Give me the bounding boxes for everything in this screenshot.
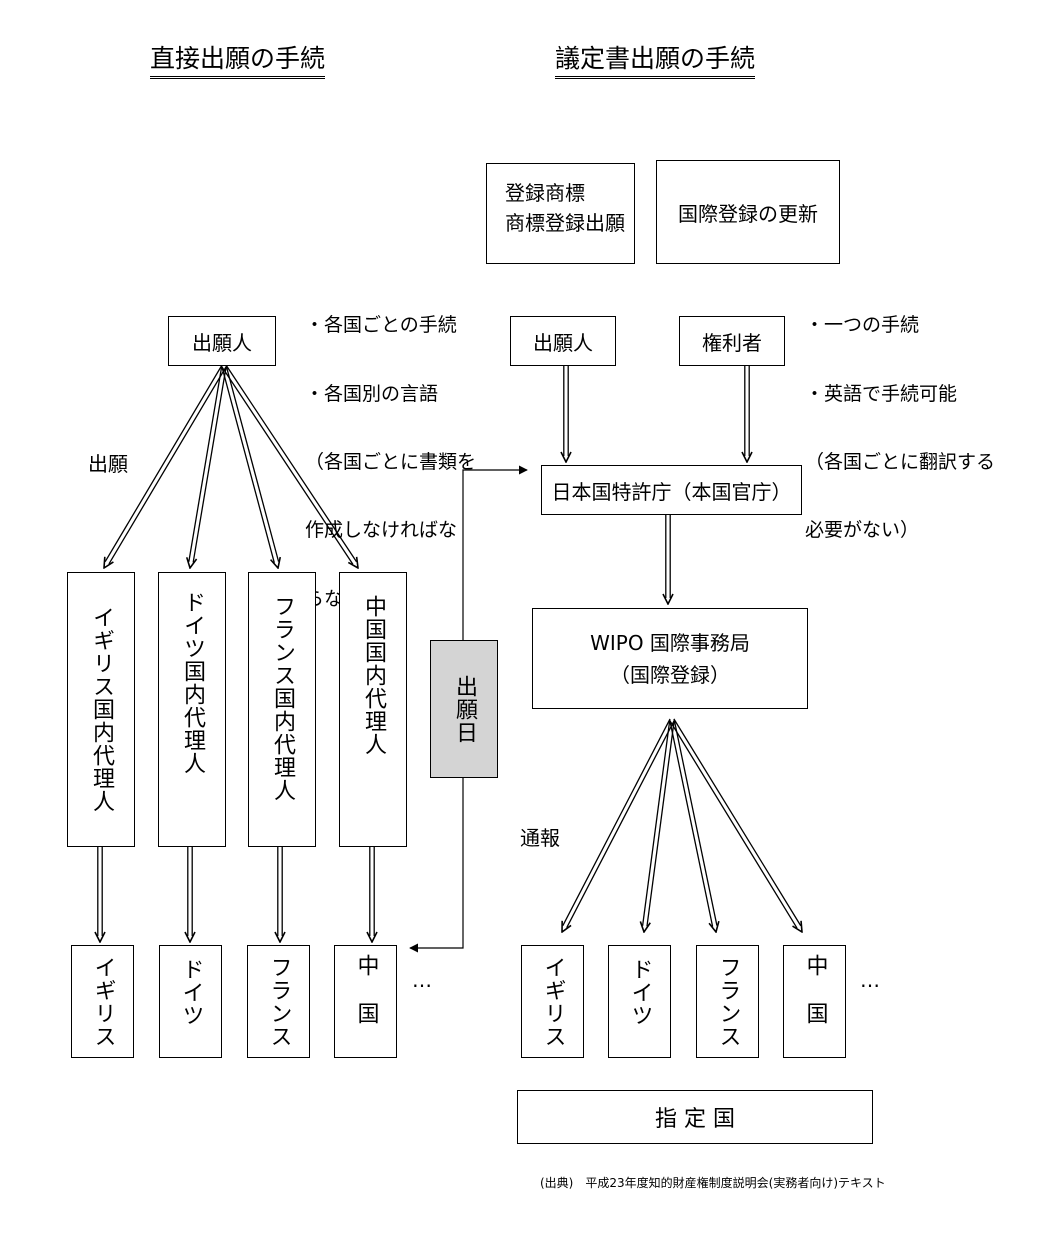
protocol-country-china-label: 中国 <box>802 953 828 1050</box>
protocol-applicant-box: 出願人 <box>510 316 616 366</box>
direct-note-4: 作成しなければな <box>305 519 458 542</box>
protocol-country-uk-label: イギリス <box>540 955 566 1048</box>
renewal-box: 国際登録の更新 <box>656 160 840 264</box>
arrow-wipo-to-china-stroke <box>673 718 802 927</box>
agent-label-germany: ドイツ国内代理人 <box>180 591 205 775</box>
protocol-note-3: （各国ごとに翻訳する <box>805 450 996 473</box>
arrow-applicant-to-germany <box>188 365 227 568</box>
protocol-note-4: 必要がない） <box>805 519 920 542</box>
direct-country-germany-label: ドイツ <box>178 958 204 1027</box>
arrow-applicant-to-china-stroke <box>225 364 358 563</box>
agent-label-uk: イギリス国内代理人 <box>89 606 114 813</box>
arrow-wipo-to-uk-stroke <box>566 720 675 928</box>
arrow-applicant-to-germany-stroke <box>192 366 227 563</box>
direct-note-1: ・各国ごとの手続 <box>305 314 457 337</box>
filing-date-connector <box>462 465 528 640</box>
arrow-wipo-to-france-stroke <box>669 720 714 927</box>
filing-date-box: 出願日 <box>430 640 498 778</box>
arrow-wipo-to-china <box>669 718 802 932</box>
agent-label-france: フランス国内代理人 <box>270 595 295 802</box>
arrow-applicant-to-uk-stroke <box>108 366 227 565</box>
arrow-wipo-to-china-stroke <box>669 720 798 929</box>
arrow-wipo-to-germany-stroke <box>641 719 671 926</box>
arrow-applicant-to-france <box>221 365 280 568</box>
arrow-applicant-to-france-stroke <box>225 365 280 562</box>
direct-country-uk-label: イギリス <box>90 955 116 1048</box>
direct-country-uk: イギリス <box>71 945 134 1058</box>
designated-countries-box: 指 定 国 <box>517 1090 873 1144</box>
wipo-box: WIPO 国際事務局 （国際登録） <box>532 608 808 709</box>
arrow-office-to-wipo <box>666 515 670 604</box>
direct-country-germany: ドイツ <box>159 945 222 1058</box>
direct-country-china: 中国 <box>334 945 397 1058</box>
arrow-wipo-to-china-head <box>801 930 802 932</box>
direct-heading: 直接出願の手続 <box>150 44 326 79</box>
protocol-country-france: フランス <box>696 945 759 1058</box>
wipo-line1: WIPO 国際事務局 <box>590 630 750 655</box>
arrow-applicant-to-uk <box>104 364 227 568</box>
arrow-applicant-to-china <box>221 364 358 568</box>
arrow-china-agent-to-country <box>370 847 374 942</box>
arrow-applicant-to-germany-stroke <box>188 365 223 562</box>
filing-date-label: 出願日 <box>452 674 477 744</box>
protocol-heading: 議定書出願の手続 <box>555 44 756 79</box>
basic-mark-line2: 商標登録出願 <box>505 211 625 235</box>
notification-label: 通報 <box>520 826 560 850</box>
holder-box: 権利者 <box>679 316 785 366</box>
agent-label-china: 中国国内代理人 <box>361 595 386 756</box>
protocol-country-uk: イギリス <box>521 945 584 1058</box>
protocol-country-china: 中国 <box>783 945 846 1058</box>
source-note: (出典) 平成23年度知的財産権制度説明会(実務者向け)テキスト <box>540 1176 886 1190</box>
protocol-note-2: ・英語で手続可能 <box>805 382 958 405</box>
arrow-applicant-to-france-head <box>277 566 278 568</box>
arrow-applicant-to-uk-stroke <box>104 364 223 563</box>
arrow-france-agent-to-country <box>278 847 282 942</box>
arrow-applicant-to-uk-head <box>104 566 105 568</box>
arrow-germany-agent-to-country <box>188 847 192 942</box>
protocol-notes: ・一つの手続 ・英語で手続可能 （各国ごとに翻訳する 必要がない） <box>805 274 1005 582</box>
arrow-wipo-to-germany-stroke <box>646 720 675 927</box>
arrow-applicant-to-china-stroke <box>221 366 354 565</box>
protocol-country-germany: ドイツ <box>608 945 671 1058</box>
direct-note-2: ・各国別の言語 <box>305 382 439 405</box>
direct-country-china-label: 中国 <box>353 953 379 1050</box>
protocol-note-1: ・一つの手続 <box>805 314 920 337</box>
direct-country-france: フランス <box>247 945 310 1058</box>
arrow-wipo-to-germany <box>641 719 675 932</box>
agent-box-france: フランス国内代理人 <box>248 572 316 847</box>
wipo-line2: （国際登録） <box>610 662 730 687</box>
office-of-origin-box: 日本国特許庁（本国官庁） <box>541 465 802 515</box>
agent-box-uk: イギリス国内代理人 <box>67 572 135 847</box>
arrow-wipo-to-uk-head <box>562 930 563 932</box>
arrow-applicant-to-china-head <box>357 566 358 568</box>
arrow-wipo-to-france <box>669 719 718 932</box>
protocol-country-france-label: フランス <box>715 955 741 1048</box>
direct-applicant-box: 出願人 <box>168 316 276 366</box>
filing-date-connector-lower <box>409 778 464 953</box>
arrow-wipo-to-france-stroke <box>673 719 718 926</box>
protocol-country-germany-label: ドイツ <box>627 958 653 1027</box>
agent-box-germany: ドイツ国内代理人 <box>158 572 226 847</box>
direct-ellipsis: … <box>412 968 432 992</box>
protocol-ellipsis: … <box>860 968 880 992</box>
direct-note-3: （各国ごとに書類を <box>305 450 477 473</box>
arrow-applicant-to-france-stroke <box>221 366 275 563</box>
agent-box-china: 中国国内代理人 <box>339 572 407 847</box>
arrow-holder-to-office <box>745 366 749 462</box>
arrow-wipo-to-uk <box>562 718 675 932</box>
arrow-applicant-to-office <box>564 366 568 462</box>
basic-mark-box: 登録商標 商標登録出願 <box>486 163 635 264</box>
arrow-uk-agent-to-country <box>98 847 102 942</box>
arrow-wipo-to-uk-stroke <box>562 718 671 926</box>
direct-filing-label: 出願 <box>88 452 128 476</box>
basic-mark-line1: 登録商標 <box>505 181 585 205</box>
direct-notes: ・各国ごとの手続 ・各国別の言語 （各国ごとに書類を 作成しなければな らない） <box>305 274 485 650</box>
direct-country-france-label: フランス <box>266 955 292 1048</box>
